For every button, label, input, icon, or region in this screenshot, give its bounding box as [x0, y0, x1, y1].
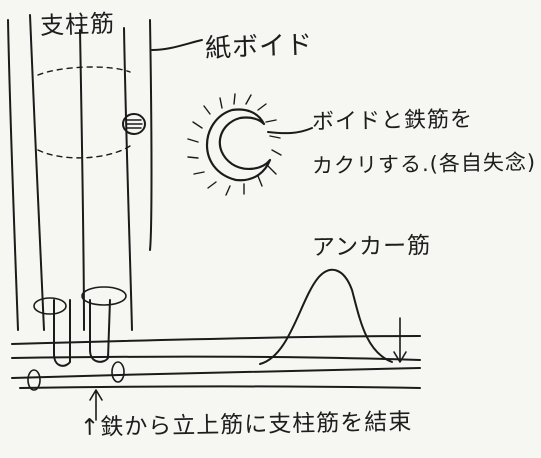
- crescent-spacer-icon: [187, 93, 282, 196]
- leader-line-void: [151, 39, 203, 51]
- pillar-outline-lines: [7, 14, 153, 331]
- right-down-arrow: [393, 317, 407, 363]
- label-anchor-rebar: アンカー筋: [311, 232, 432, 261]
- label-pillar-rebar: 支柱筋: [39, 9, 116, 40]
- label-paper-void: 紙ボイド: [204, 30, 314, 64]
- horizontal-rebars: [11, 335, 421, 389]
- u-shaped-rebars: [53, 299, 111, 367]
- up-arrow: [89, 389, 103, 421]
- tie-loops: [27, 286, 127, 391]
- leader-line-note: [267, 127, 313, 135]
- label-note-line2: カクリする.(各自失念): [311, 150, 537, 178]
- void-dashed-ellipses: [37, 66, 131, 159]
- label-bottom-caption: ↑鉄から立上筋に支柱筋を結束: [79, 409, 413, 441]
- label-note-line1: ボイドと鉄筋を: [311, 107, 474, 135]
- anchor-rebar-curve: [259, 268, 393, 365]
- spacer-icon: [122, 113, 146, 135]
